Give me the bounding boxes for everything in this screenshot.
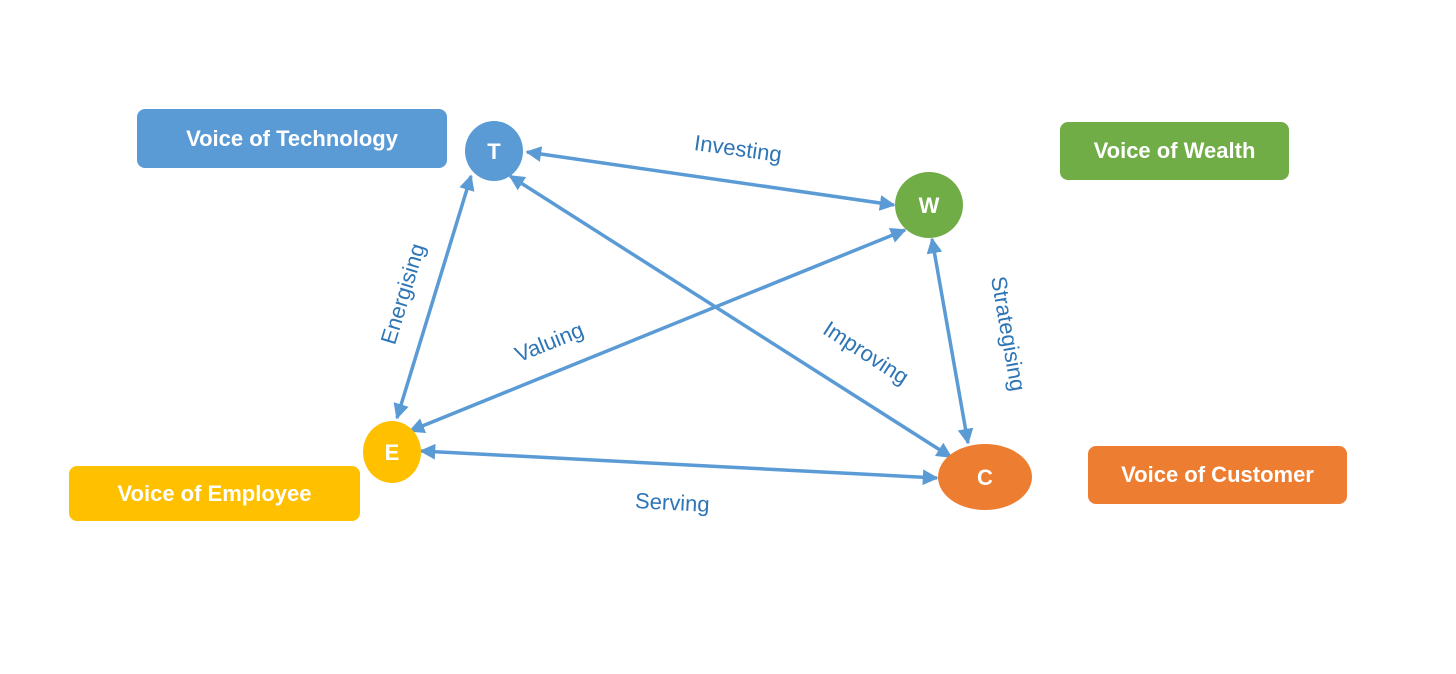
node-e: E	[363, 421, 421, 483]
voice-of-employee-label: Voice of Employee	[117, 480, 312, 506]
voice-of-employee-box: Voice of Employee	[69, 466, 360, 521]
edge-label-improving: Improving	[819, 316, 914, 390]
voice-of-wealth-label: Voice of Wealth	[1093, 138, 1256, 163]
edge-improving-arrow	[508, 174, 953, 459]
node-t: T	[465, 121, 523, 181]
voice-of-customer-box: Voice of Customer	[1088, 446, 1347, 504]
node-w-letter: W	[919, 193, 940, 218]
voice-of-technology-label: Voice of Technology	[186, 125, 398, 151]
edge-label-valuing: Valuing	[511, 317, 587, 367]
edge-serving-arrow	[419, 443, 939, 486]
voice-of-technology-box: Voice of Technology	[137, 109, 447, 168]
node-e-letter: E	[385, 440, 400, 465]
node-w: W	[895, 172, 963, 238]
edge-label-strategising: Strategising	[986, 274, 1031, 393]
node-t-letter: T	[487, 139, 501, 164]
edge-label-serving: Serving	[634, 488, 710, 517]
edge-strategising-arrow	[926, 237, 974, 445]
edge-label-investing: Investing	[693, 130, 784, 167]
edge-investing-arrow	[525, 146, 896, 211]
voice-of-wealth-box: Voice of Wealth	[1060, 122, 1289, 180]
node-c: C	[938, 444, 1032, 510]
node-c-letter: C	[977, 465, 993, 490]
voice-of-customer-label: Voice of Customer	[1121, 462, 1314, 487]
